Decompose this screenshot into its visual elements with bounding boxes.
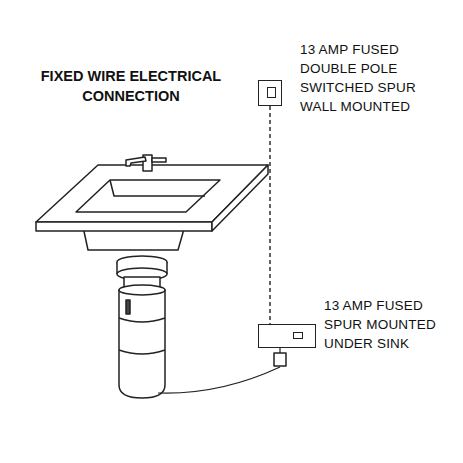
dashed-cable bbox=[269, 106, 270, 324]
spur-label: 13 AMP FUSED DOUBLE POLE SWITCHED SPUR W… bbox=[300, 40, 432, 116]
disposer-body bbox=[119, 290, 165, 398]
power-cable bbox=[158, 367, 280, 393]
spur-label: 13 AMP FUSED SPUR MOUNTED UNDER SINK bbox=[324, 296, 452, 353]
countertop-edge bbox=[36, 222, 212, 231]
disposer-outlet bbox=[126, 300, 130, 314]
disposer-top bbox=[119, 285, 165, 295]
countertop-side bbox=[212, 165, 268, 231]
plug bbox=[274, 353, 286, 366]
spur-plate bbox=[258, 324, 316, 348]
spur-switch bbox=[293, 332, 303, 339]
countertop bbox=[36, 165, 268, 222]
disposer-bands bbox=[119, 318, 165, 354]
diagram-title: FIXED WIRE ELECTRICAL CONNECTION bbox=[36, 66, 226, 106]
spur-plate bbox=[258, 80, 282, 106]
spur-switch bbox=[267, 87, 276, 98]
tap-lever bbox=[152, 158, 166, 162]
tap-spout bbox=[126, 157, 146, 166]
sink-inner bbox=[110, 180, 205, 196]
sink-opening bbox=[76, 180, 220, 212]
